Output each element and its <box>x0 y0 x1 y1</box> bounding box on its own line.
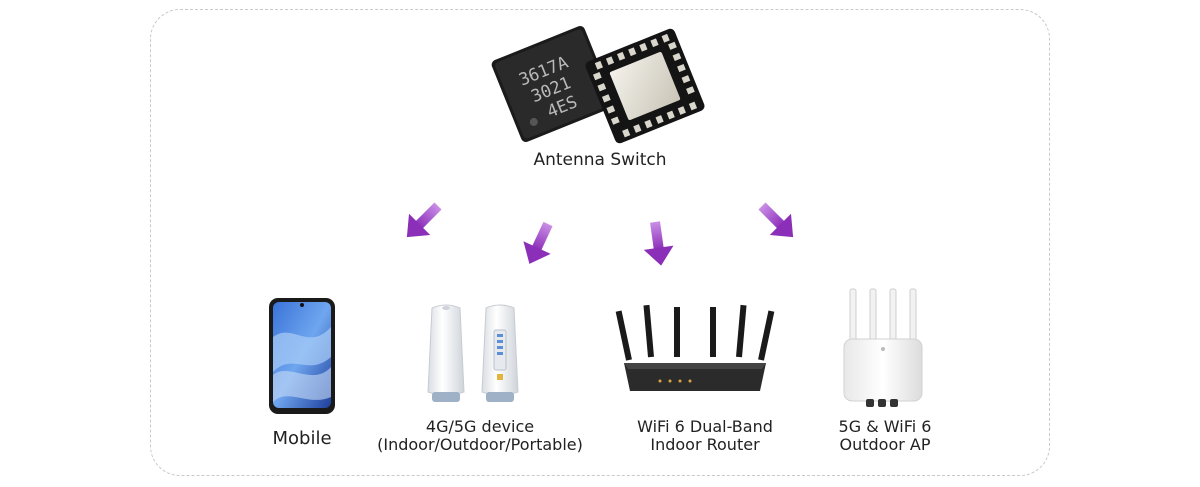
device-label-outdoor-ap: 5G & WiFi 6 Outdoor AP <box>800 418 970 454</box>
arrow-to-mobile <box>406 202 442 238</box>
device-label-mobile: Mobile <box>252 430 352 448</box>
device-label-router-line-2: Indoor Router <box>650 435 760 454</box>
device-label-cpe-line-1: 4G/5G device <box>425 417 535 436</box>
outdoor-ap-image <box>843 288 923 407</box>
arrow-to-cpe <box>523 221 553 264</box>
device-label-ap-line-1: 5G & WiFi 6 <box>838 417 932 436</box>
device-label-cpe: 4G/5G device (Indoor/Outdoor/Portable) <box>365 418 595 454</box>
device-label-mobile-line-1: Mobile <box>272 428 332 449</box>
wifi-router-image <box>615 304 775 391</box>
antenna-switch-chips: 3617A 3021 4ES <box>491 25 705 144</box>
chip-bottom-view <box>585 28 705 144</box>
cpe-device-image <box>427 304 519 402</box>
mobile-phone-image <box>269 298 335 414</box>
diagram-frame <box>150 9 1050 476</box>
device-label-cpe-line-2: (Indoor/Outdoor/Portable) <box>377 435 583 454</box>
device-label-ap-line-2: Outdoor AP <box>839 435 931 454</box>
arrow-to-outdoor-ap <box>758 202 794 238</box>
chip-top-view: 3617A 3021 4ES <box>491 25 615 143</box>
device-label-router: WiFi 6 Dual-Band Indoor Router <box>610 418 800 454</box>
arrow-to-router <box>643 221 674 266</box>
device-label-router-line-1: WiFi 6 Dual-Band <box>637 417 773 436</box>
antenna-switch-label: Antenna Switch <box>533 150 667 170</box>
